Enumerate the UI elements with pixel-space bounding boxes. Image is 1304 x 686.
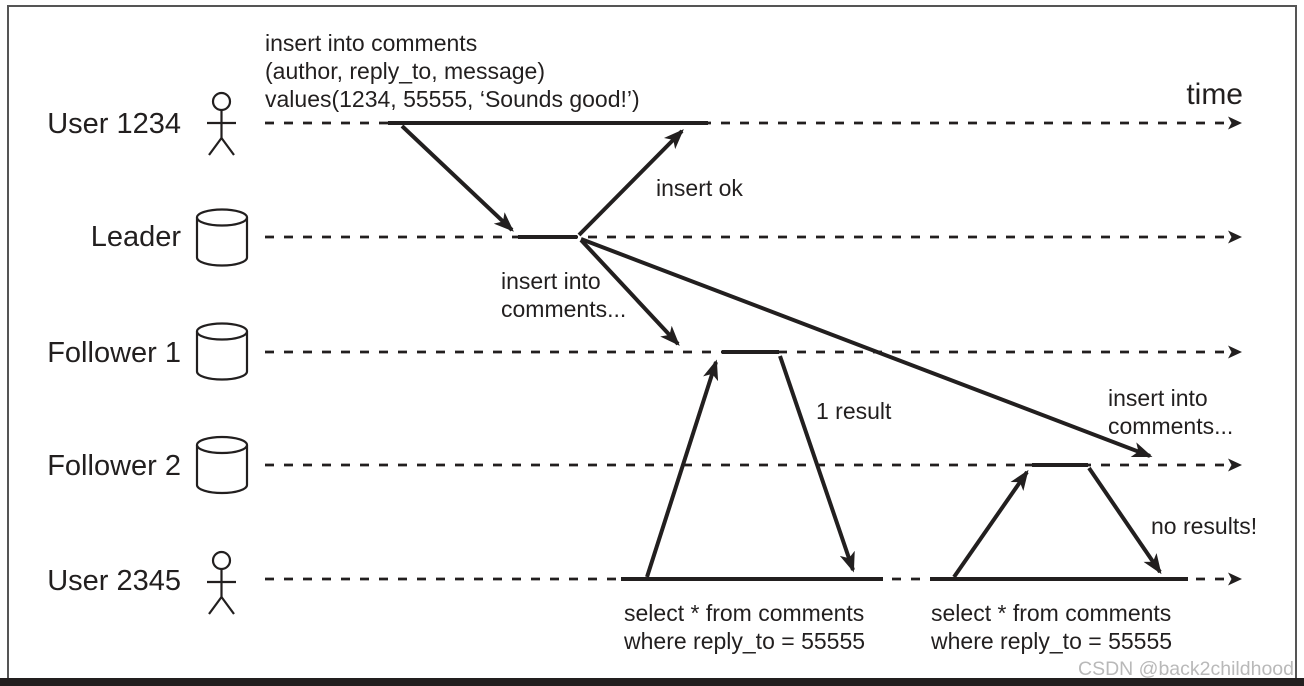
select-query2-line2: where reply_to = 55555 bbox=[931, 627, 1173, 654]
lane-icons bbox=[195, 91, 249, 615]
arrow-query1-response bbox=[778, 355, 855, 573]
lane-label-follower2: Follower 2 bbox=[47, 450, 181, 482]
lane-label-follower1: Follower 1 bbox=[47, 337, 181, 369]
time-axis-label: time bbox=[1186, 78, 1243, 111]
message-arrows bbox=[400, 124, 1162, 579]
insert-statement-line1: insert into comments bbox=[265, 30, 478, 56]
arrow-query2-response bbox=[1087, 466, 1162, 575]
lane-label-user1234: User 1234 bbox=[47, 108, 181, 140]
replicate-follower1-label: insert into comments... bbox=[501, 267, 626, 323]
insert-statement-line3: values(1234, 55555, ‘Sounds good!’) bbox=[265, 86, 640, 112]
person-icon bbox=[207, 550, 236, 615]
timeline-arrow-icon bbox=[1228, 458, 1242, 472]
arrow-replicate-follower1 bbox=[579, 238, 680, 346]
database-icon bbox=[195, 435, 249, 495]
arrow-insert-to-leader bbox=[400, 124, 514, 232]
select-query2-text: select * from comments where reply_to = … bbox=[931, 600, 1172, 655]
select-query1-line2: where reply_to = 55555 bbox=[624, 627, 866, 654]
image-bottom-border bbox=[0, 678, 1304, 686]
watermark-text: CSDN @back2childhood bbox=[1078, 658, 1294, 680]
arrow-query2-request bbox=[952, 469, 1029, 579]
lane-label-leader: Leader bbox=[90, 221, 181, 253]
replicate-follower1-line1: insert into bbox=[501, 268, 601, 294]
arrow-insert-ok bbox=[577, 129, 684, 237]
timeline-arrow-icon bbox=[1228, 230, 1242, 244]
person-icon bbox=[207, 91, 236, 156]
insert-statement-line2: (author, reply_to, message) bbox=[265, 58, 545, 84]
insert-statement-text: insert into comments (author, reply_to, … bbox=[265, 29, 640, 113]
lane-label-user2345: User 2345 bbox=[47, 565, 181, 597]
timeline-arrow-icon bbox=[1228, 572, 1242, 586]
database-icon bbox=[195, 208, 249, 267]
replicate-follower2-line2: comments... bbox=[1108, 413, 1234, 439]
query1-result-label: 1 result bbox=[816, 398, 892, 424]
select-query2-line1: select * from comments bbox=[931, 600, 1172, 626]
replicate-follower2-line1: insert into bbox=[1108, 385, 1208, 411]
timeline-arrowheads bbox=[1228, 116, 1242, 586]
activity-segments bbox=[388, 121, 1188, 581]
select-query1-text: select * from comments where reply_to = … bbox=[624, 600, 865, 655]
select-query1-line1: select * from comments bbox=[624, 600, 865, 626]
arrow-replicate-follower2 bbox=[580, 237, 1153, 458]
replicate-follower2-label: insert into comments... bbox=[1108, 384, 1233, 440]
arrow-query1-request bbox=[645, 359, 719, 578]
replicate-follower1-line2: comments... bbox=[501, 296, 627, 322]
timeline-arrow-icon bbox=[1228, 345, 1242, 359]
insert-ok-label: insert ok bbox=[656, 175, 743, 201]
query2-result-label: no results! bbox=[1151, 513, 1258, 539]
timeline-arrow-icon bbox=[1228, 116, 1242, 130]
database-icon bbox=[195, 322, 249, 381]
